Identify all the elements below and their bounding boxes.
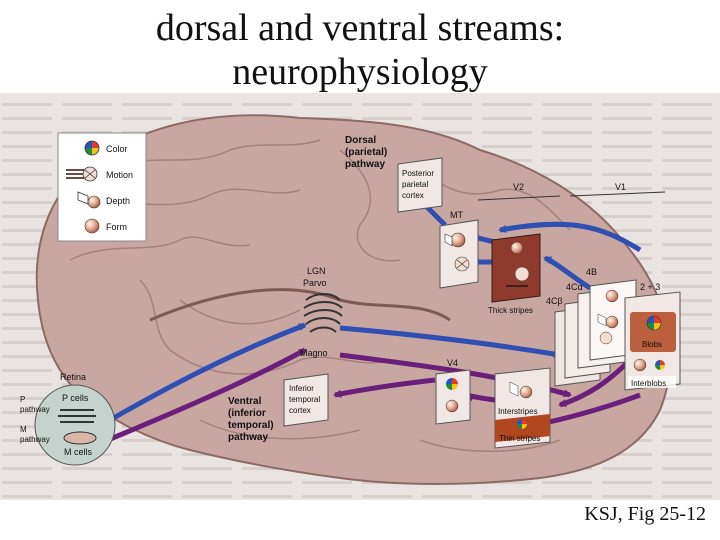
layers-2-3-box: 2 + 3 Blobs Interblobs: [624, 282, 681, 391]
slide-title-line2: neurophysiology: [232, 51, 488, 93]
svg-text:parietal: parietal: [402, 180, 428, 189]
thin-stripes-label: Thin stripes: [499, 434, 540, 443]
lateral-sulcus: [149, 288, 451, 322]
svg-text:cortex: cortex: [289, 406, 311, 415]
lgn: LGN Parvo Magno: [300, 266, 343, 358]
svg-text:pathway: pathway: [345, 159, 385, 170]
retina-label: Retina: [60, 372, 86, 382]
v2-label: V2: [513, 182, 524, 192]
legend-form-label: Form: [106, 222, 127, 232]
blobs-label: Blobs: [642, 340, 662, 349]
v1-label: V1: [615, 182, 626, 192]
layer-4ca-label: 4Cα: [566, 282, 583, 292]
layer-4cb-label: 4Cβ: [546, 296, 563, 306]
interblobs-label: Interblobs: [631, 379, 666, 388]
svg-text:Ventral: Ventral: [228, 396, 262, 407]
mt-label: MT: [450, 210, 463, 220]
dorsal-pathway-label: Dorsal (parietal) pathway: [345, 135, 387, 170]
ventral-pathway-label: Ventral (inferior temporal) pathway: [228, 396, 274, 443]
legend-color-label: Color: [106, 144, 128, 154]
mt-area-box: MT: [439, 210, 479, 289]
layer-23-label: 2 + 3: [640, 282, 660, 292]
legend-motion-label: Motion: [106, 170, 133, 180]
magno-pathway-arrows: [108, 188, 642, 423]
form-sphere-icon: [84, 218, 100, 234]
slide-title-line1: dorsal and ventral streams:: [155, 7, 565, 49]
interstripes-label: Interstripes: [498, 407, 538, 416]
lgn-label: LGN: [307, 266, 326, 276]
inferior-temporal-cortex-box: Inferior temporal cortex: [283, 373, 329, 427]
p-cells-label: P cells: [62, 393, 89, 403]
p-pathway-label-2: pathway: [20, 405, 50, 414]
p-pathway-label-1: P: [20, 395, 25, 404]
retina: Retina P cells M cells P pathway M pathw…: [20, 372, 116, 466]
thick-stripes-box: Thick stripes: [488, 233, 541, 315]
svg-text:Inferior: Inferior: [289, 384, 314, 393]
depth-icon: [77, 191, 101, 209]
v2-v1-header: V2 V1: [477, 182, 666, 201]
svg-text:(parietal): (parietal): [345, 147, 387, 158]
svg-text:temporal: temporal: [289, 395, 320, 404]
v2-stripes-box: Interstripes Thin stripes: [494, 367, 551, 449]
svg-text:Dorsal: Dorsal: [345, 135, 376, 146]
legend-depth-label: Depth: [106, 196, 130, 206]
figure-caption: KSJ, Fig 25-12: [584, 503, 706, 525]
svg-text:cortex: cortex: [402, 191, 424, 200]
color-wheel-icon: [84, 140, 100, 156]
posterior-parietal-cortex-box: Posterior parietal cortex: [397, 157, 443, 213]
v4-area-box: V4: [435, 358, 471, 425]
motion-icon: [66, 166, 98, 182]
svg-text:(inferior: (inferior: [228, 408, 266, 419]
m-cells-label: M cells: [64, 447, 93, 457]
svg-text:pathway: pathway: [228, 432, 268, 443]
lgn-parvo-label: Parvo: [303, 278, 327, 288]
v4-label: V4: [447, 358, 458, 368]
svg-text:temporal): temporal): [228, 420, 274, 431]
legend-box: Color Motion Depth Form: [57, 132, 147, 242]
lgn-magno-label: Magno: [300, 348, 328, 358]
thick-stripes-label: Thick stripes: [488, 306, 533, 315]
m-pathway-label-1: M: [20, 425, 27, 434]
layer-4b-label: 4B: [586, 267, 597, 277]
m-pathway-label-2: pathway: [20, 435, 50, 444]
svg-text:Posterior: Posterior: [402, 169, 434, 178]
